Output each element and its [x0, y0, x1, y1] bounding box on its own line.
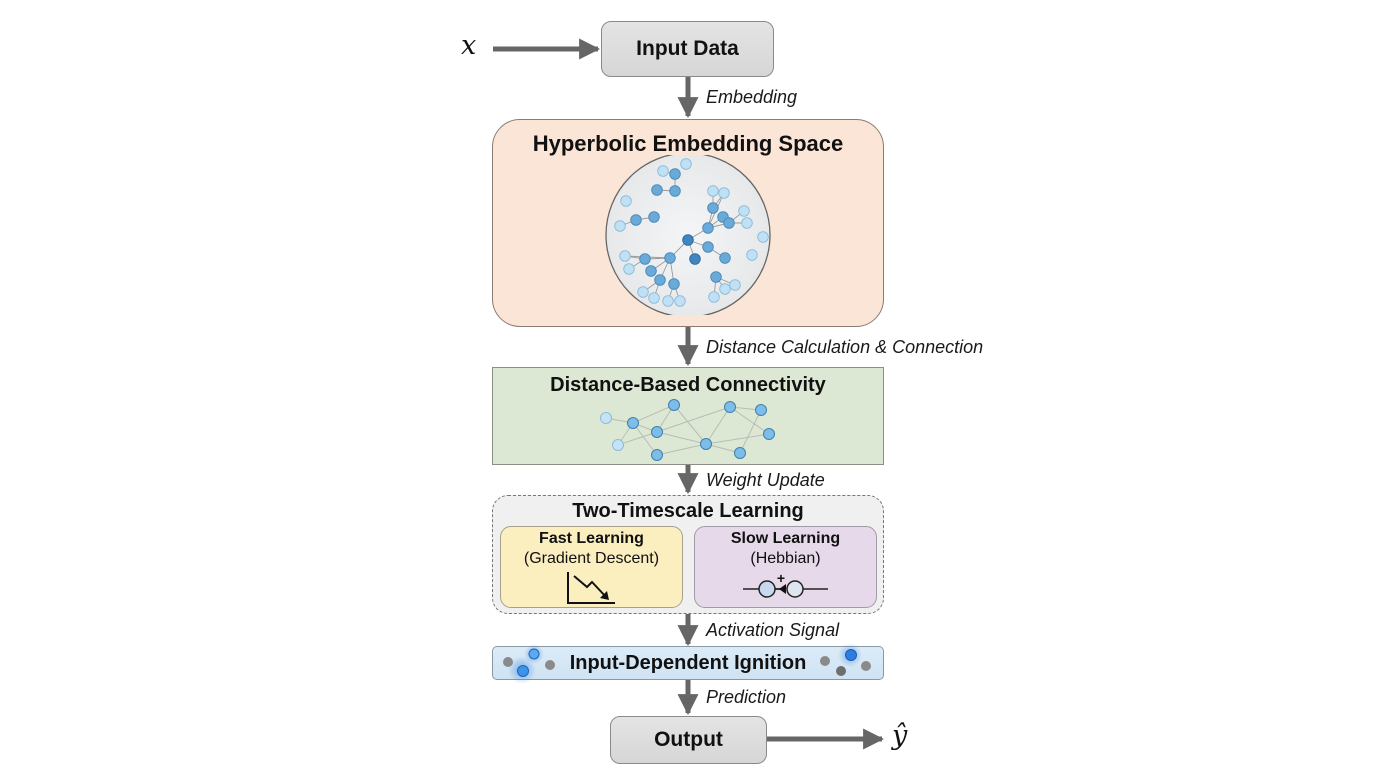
hyperbolic-embedding-title: Hyperbolic Embedding Space [532, 131, 844, 156]
output-box: Output [610, 716, 767, 764]
tree-node [682, 234, 694, 246]
graph-node [600, 412, 612, 424]
graph-node [651, 426, 663, 438]
inactive-node [836, 666, 846, 676]
tree-node [637, 286, 649, 298]
connectivity-box [492, 367, 884, 465]
connectivity-graph [600, 399, 775, 461]
graph-node [668, 399, 680, 411]
graph-edge [705, 406, 731, 445]
tree-node [630, 214, 642, 226]
tree-node [702, 241, 714, 253]
tree-node [669, 185, 681, 197]
inactive-node [545, 660, 555, 670]
slow-learning-title: Slow Learning [730, 530, 841, 547]
edge-label-distance: Distance Calculation & Connection [706, 337, 984, 357]
output-symbol-yhat: ŷ [892, 720, 908, 751]
graph-edge [632, 422, 658, 456]
tree-node [719, 283, 731, 295]
tree-node [614, 220, 626, 232]
plus-sign: + [777, 570, 785, 586]
poincare-disk [605, 155, 771, 315]
graph-edge [617, 431, 658, 446]
ignition-nodes [503, 643, 871, 684]
inactive-node [861, 661, 871, 671]
graph-node [724, 401, 736, 413]
tree-node [741, 217, 753, 229]
tree-node [654, 274, 666, 286]
graph-edge [705, 433, 770, 445]
tree-node [645, 265, 657, 277]
tree-node [619, 250, 631, 262]
tree-node [718, 187, 730, 199]
tree-node [669, 168, 681, 180]
graph-node [734, 447, 746, 459]
active-node [517, 665, 529, 677]
tree-node [746, 249, 758, 261]
tree-node [648, 211, 660, 223]
fast-learning-box [500, 526, 683, 608]
synapse-icon: + [743, 570, 828, 598]
edge-label-prediction: Prediction [706, 687, 787, 707]
tree-node [680, 158, 692, 170]
tree-node [620, 195, 632, 207]
fast-learning-title: Fast Learning [539, 530, 644, 547]
tree-node [674, 295, 686, 307]
input-data-label: Input Data [636, 37, 739, 60]
inactive-node [503, 657, 513, 667]
input-symbol-x: x [461, 30, 477, 61]
output-label: Output [654, 728, 723, 751]
ignition-box [492, 646, 884, 680]
tree-node [639, 253, 651, 265]
slow-learning-subtitle: (Hebbian) [750, 550, 821, 567]
tree-node [662, 295, 674, 307]
tree-node [729, 279, 741, 291]
fast-learning-subtitle: (Gradient Descent) [523, 550, 660, 567]
edge-label-embedding: Embedding [706, 87, 798, 107]
graph-node [627, 417, 639, 429]
tree-node [757, 231, 769, 243]
tree-node [657, 165, 669, 177]
graph-edge [673, 404, 707, 445]
tree-node [668, 278, 680, 290]
graph-node [763, 428, 775, 440]
active-node [528, 648, 540, 660]
input-data-box: Input Data [601, 21, 774, 77]
graph-node [755, 404, 767, 416]
graph-edge [739, 409, 762, 454]
slow-learning-box [694, 526, 877, 608]
graph-edge [656, 431, 707, 445]
graph-node [651, 449, 663, 461]
graph-edge [656, 443, 707, 456]
inactive-node [820, 656, 830, 666]
tree-node [651, 184, 663, 196]
tree-node [708, 291, 720, 303]
descending-chart-icon [567, 572, 615, 604]
active-node [845, 649, 857, 661]
tree-node [648, 292, 660, 304]
edge-label-activation: Activation Signal [706, 620, 840, 640]
graph-edge [729, 406, 770, 435]
tree-node [723, 217, 735, 229]
tree-node [738, 205, 750, 217]
tree-node [710, 271, 722, 283]
tree-node [623, 263, 635, 275]
graph-edge [656, 406, 731, 433]
graph-node [700, 438, 712, 450]
edge-label-weight-update: Weight Update [706, 470, 825, 490]
ignition-title: Input-Dependent Ignition [569, 652, 807, 674]
tree-node [702, 222, 714, 234]
graph-edge [632, 404, 675, 424]
graph-node [612, 439, 624, 451]
tree-node [664, 252, 676, 264]
tree-node [707, 185, 719, 197]
tree-node [689, 253, 701, 265]
tree-node [719, 252, 731, 264]
connectivity-title: Distance-Based Connectivity [550, 374, 826, 396]
tree-node [707, 202, 719, 214]
two-timescale-title: Two-Timescale Learning [572, 500, 804, 522]
